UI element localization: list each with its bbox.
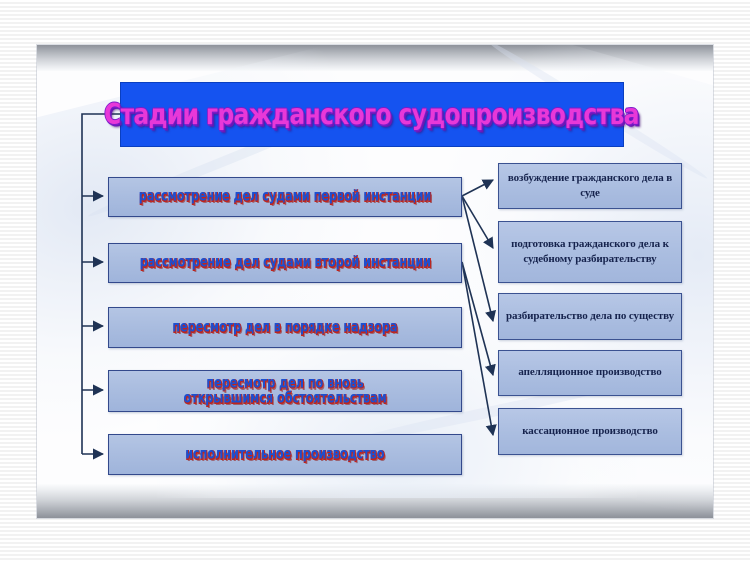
- stage-box-left-2[interactable]: рассмотрение дел судами второй инстанции: [108, 243, 462, 283]
- stage-box-left-4-label: пересмотр дел по вновь открывшимся обсто…: [183, 375, 386, 407]
- stage-box-left-1[interactable]: рассмотрение дел судами первой инстанции: [108, 177, 462, 217]
- stage-box-right-4[interactable]: апелляционное производство: [498, 350, 682, 396]
- slide-title-banner: Стадии гражданского судопроизводства: [105, 82, 640, 147]
- stage-box-right-5-label: кассационное производство: [522, 424, 658, 437]
- stage-box-left-2-label: рассмотрение дел судами второй инстанции: [139, 253, 431, 272]
- slide-title: Стадии гражданского судопроизводства: [104, 97, 640, 132]
- stage-box-left-1-label: рассмотрение дел судами первой инстанции: [138, 187, 432, 206]
- stage-box-left-3[interactable]: пересмотр дел в порядке надзора: [108, 307, 462, 348]
- stage-box-left-5[interactable]: исполнительное производство: [108, 434, 462, 475]
- stage-box-left-4-label-line1: пересмотр дел по вновь: [206, 374, 364, 392]
- presentation-slide: Стадии гражданского судопроизводства рас…: [37, 45, 713, 518]
- stage-box-left-4[interactable]: пересмотр дел по вновь открывшимся обсто…: [108, 370, 462, 412]
- slide-top-border: [37, 45, 713, 71]
- stage-box-right-5[interactable]: кассационное производство: [498, 408, 682, 455]
- stage-box-right-3-label: разбирательство дела по существу: [505, 309, 675, 322]
- slide-bottom-border: [37, 484, 713, 518]
- stage-box-right-2-label: подготовка гражданского дела к судебному…: [511, 237, 669, 265]
- stage-box-left-5-label: исполнительное производство: [185, 445, 385, 464]
- stage-box-left-3-label: пересмотр дел в порядке надзора: [172, 318, 398, 337]
- stage-box-right-1[interactable]: возбуждение гражданского дела в суде: [498, 163, 682, 209]
- stage-box-right-3[interactable]: разбирательство дела по существу: [498, 293, 682, 340]
- stage-box-left-4-label-line2: открывшимся обстоятельствам: [183, 389, 387, 408]
- stage-box-right-1-label: возбуждение гражданского дела в суде: [507, 171, 673, 199]
- stage-box-right-4-label: апелляционное производство: [518, 366, 662, 379]
- stage-box-right-2[interactable]: подготовка гражданского дела к судебному…: [498, 221, 682, 283]
